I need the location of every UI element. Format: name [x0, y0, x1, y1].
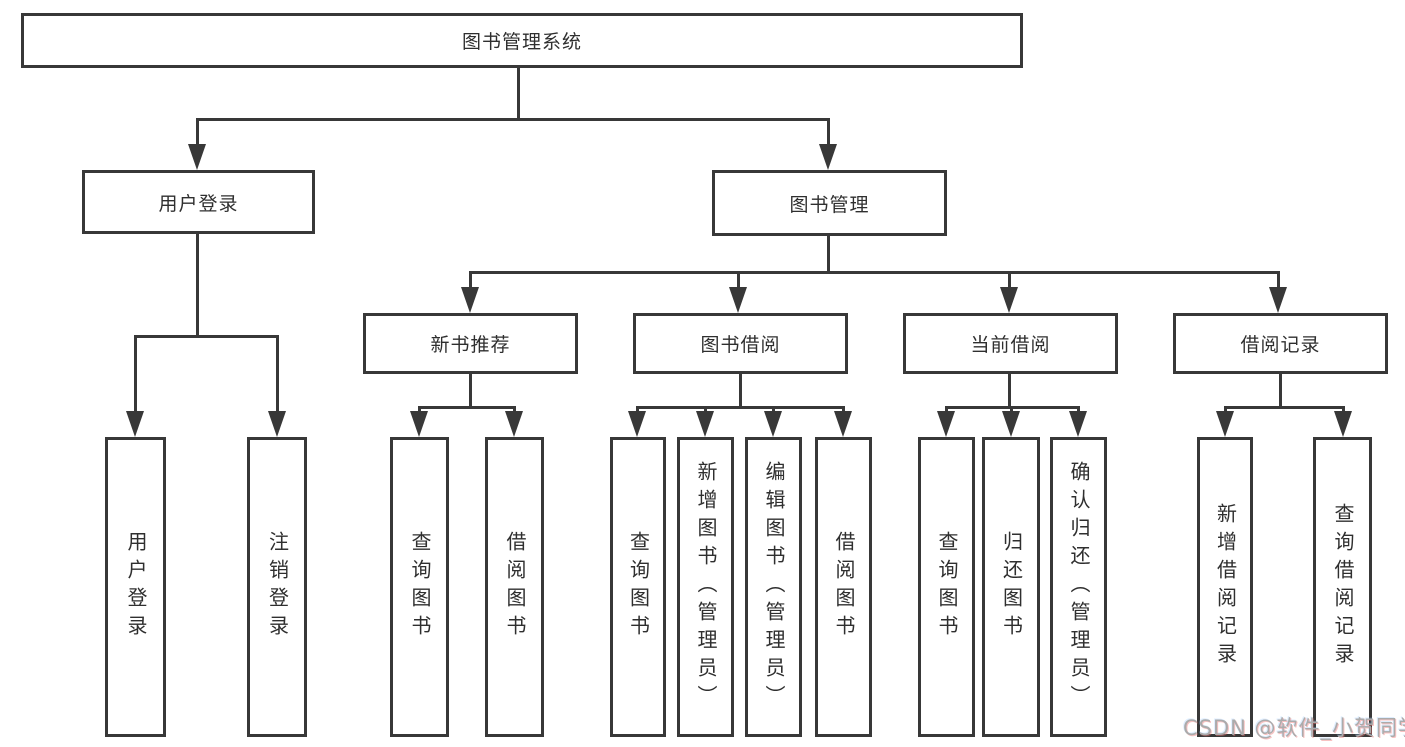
connector-line: [1010, 406, 1013, 413]
connector-line: [469, 271, 472, 289]
connector-line: [1008, 371, 1011, 409]
node-label: 图书管理: [789, 193, 870, 216]
node-label: 注销登录: [265, 531, 290, 643]
node-label: 当前借阅: [970, 334, 1051, 356]
connector-line: [636, 406, 639, 413]
connector-line: [469, 371, 472, 409]
connector-line: [1279, 371, 1282, 409]
arrowhead-down-icon: [461, 287, 479, 313]
node-leaf-query-borrow-record: 查询借阅记录: [1313, 437, 1372, 737]
node-label: 查询图书: [935, 531, 959, 643]
arrowhead-down-icon: [1002, 411, 1020, 437]
arrowhead-down-icon: [1216, 411, 1234, 437]
arrowhead-down-icon: [764, 411, 782, 437]
arrowhead-down-icon: [126, 411, 144, 437]
connector-line: [196, 118, 830, 121]
connector-line: [196, 118, 199, 146]
connector-line: [517, 66, 520, 121]
arrowhead-down-icon: [1069, 411, 1087, 437]
connector-line: [842, 406, 845, 413]
arrowhead-down-icon: [729, 287, 747, 313]
node-label: 用户登录: [158, 192, 239, 215]
connector-line: [196, 232, 199, 338]
node-library-management-system: 图书管理系统: [21, 13, 1023, 68]
watermark: CSDN @软件_小贺同学: [1183, 716, 1405, 740]
node-book-management: 图书管理: [712, 170, 947, 236]
node-label: 借阅图书: [503, 531, 527, 643]
node-label: 新增图书（管理员）: [694, 461, 718, 713]
node-new-book-recommend: 新书推荐: [363, 313, 578, 374]
node-label: 图书管理系统: [461, 31, 582, 53]
node-label: 查询借阅记录: [1331, 503, 1355, 671]
node-label: 图书借阅: [700, 334, 781, 356]
arrowhead-down-icon: [819, 144, 837, 170]
connector-line: [418, 406, 421, 413]
connector-line: [827, 234, 830, 274]
node-leaf-edit-books-admin: 编辑图书（管理员）: [745, 437, 802, 737]
node-leaf-borrow-books: 借阅图书: [815, 437, 872, 737]
connector-line: [1277, 271, 1280, 289]
arrowhead-down-icon: [188, 144, 206, 170]
node-book-borrow: 图书借阅: [633, 313, 848, 374]
connector-line: [418, 406, 516, 409]
arrowhead-down-icon: [1000, 287, 1018, 313]
node-current-borrow: 当前借阅: [903, 313, 1118, 374]
node-leaf-query-books-recommend: 查询图书: [390, 437, 449, 737]
connector-line: [1342, 406, 1345, 413]
arrowhead-down-icon: [696, 411, 714, 437]
node-label: 新增借阅记录: [1213, 503, 1238, 671]
node-user-login: 用户登录: [82, 170, 315, 234]
connector-line: [945, 406, 948, 413]
node-label: 查询图书: [408, 531, 432, 643]
arrowhead-down-icon: [1269, 287, 1287, 313]
connector-line: [134, 335, 137, 413]
node-label: 确认归还（管理员）: [1067, 461, 1091, 713]
connector-line: [1224, 406, 1345, 409]
connector-line: [276, 335, 279, 413]
connector-line: [704, 406, 707, 413]
node-leaf-return-books: 归还图书: [982, 437, 1040, 737]
connector-line: [134, 335, 279, 338]
connector-line: [513, 406, 516, 413]
node-leaf-query-books-borrow: 查询图书: [610, 437, 666, 737]
node-leaf-add-books-admin: 新增图书（管理员）: [677, 437, 734, 737]
connector-line: [636, 406, 845, 409]
node-label: 新书推荐: [430, 334, 511, 356]
connector-line: [737, 271, 740, 289]
node-borrow-record: 借阅记录: [1173, 313, 1388, 374]
node-leaf-confirm-return-admin: 确认归还（管理员）: [1050, 437, 1107, 737]
node-label: 用户登录: [124, 531, 148, 643]
node-leaf-user-login: 用户登录: [105, 437, 166, 737]
node-leaf-query-books-current: 查询图书: [918, 437, 975, 737]
arrowhead-down-icon: [834, 411, 852, 437]
arrowhead-down-icon: [505, 411, 523, 437]
node-label: 归还图书: [999, 531, 1024, 643]
connector-line: [469, 271, 1280, 274]
arrowhead-down-icon: [937, 411, 955, 437]
connector-line: [1008, 271, 1011, 289]
connector-line: [1224, 406, 1227, 413]
node-leaf-logout: 注销登录: [247, 437, 307, 737]
arrowhead-down-icon: [410, 411, 428, 437]
node-label: 借阅记录: [1240, 334, 1321, 356]
node-label: 借阅图书: [832, 531, 856, 643]
arrowhead-down-icon: [1334, 411, 1352, 437]
connector-line: [827, 118, 830, 146]
connector-line: [772, 406, 775, 413]
node-leaf-borrow-books-recommend: 借阅图书: [485, 437, 544, 737]
node-label: 查询图书: [626, 531, 651, 643]
node-label: 编辑图书（管理员）: [762, 461, 786, 713]
node-leaf-add-borrow-record: 新增借阅记录: [1197, 437, 1253, 737]
arrowhead-down-icon: [268, 411, 286, 437]
connector-line: [1077, 406, 1080, 413]
arrowhead-down-icon: [628, 411, 646, 437]
connector-line: [739, 371, 742, 409]
